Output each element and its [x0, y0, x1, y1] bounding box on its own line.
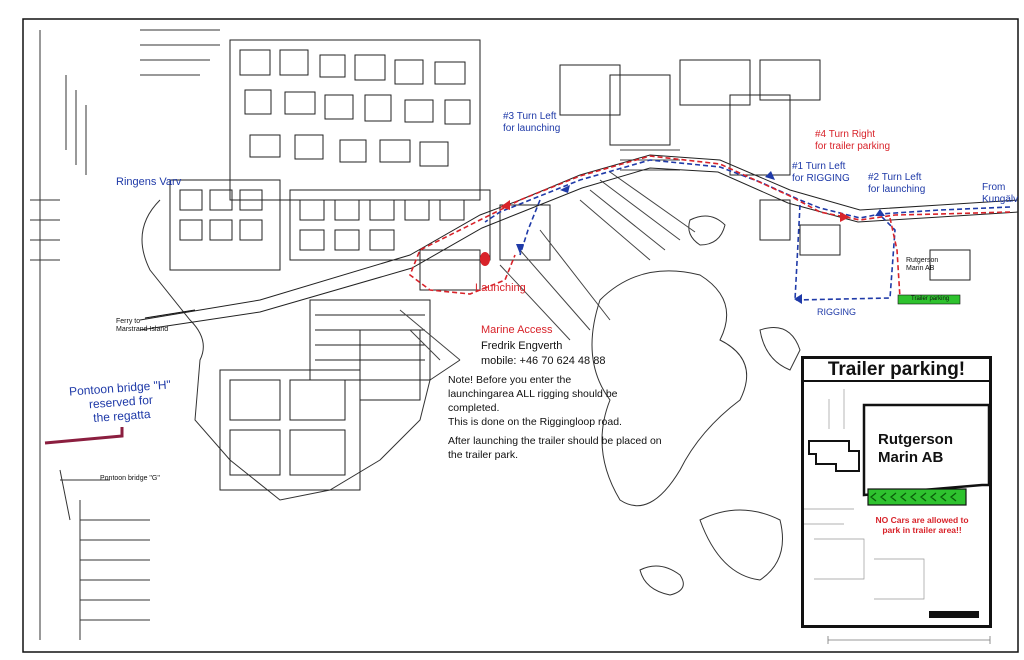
main-road [139, 154, 1019, 331]
label-ringens-varv: Ringens Varv [116, 176, 182, 188]
blue-launch-branch [519, 199, 541, 256]
harbor-docks [30, 29, 220, 640]
label-turn1: #1 Turn Left for RIGGING [792, 161, 850, 184]
ferry-line [144, 309, 196, 319]
label-turn2: #2 Turn Left for launching [868, 172, 926, 195]
inset-map [804, 380, 989, 618]
label-rutgerson-small: Rutgerson Marin AB [906, 257, 939, 273]
label-pontoon-g: Pontoon bridge "G" [100, 475, 160, 482]
contact-name: Fredrik Engverth [481, 340, 563, 352]
red-trailer-branch [889, 217, 901, 299]
note-trailer: After launching the trailer should be pl… [448, 435, 662, 462]
trailer-parking-area [897, 294, 961, 305]
inset-warning: NO Cars are allowed to park in trailer a… [875, 515, 969, 536]
note-rigging: Note! Before you enter the launchingarea… [448, 374, 622, 428]
label-from-kungalv: From Kungälv [982, 182, 1019, 205]
coastline [141, 199, 801, 596]
red-route [409, 155, 1011, 295]
contact-title: Marine Access [481, 324, 553, 336]
label-rigging: RIGGING [817, 307, 857, 317]
scale-bar [827, 636, 991, 644]
inset-title: Trailer parking! [827, 359, 966, 380]
route-arrows [500, 171, 907, 304]
label-launching: Launching [475, 282, 526, 294]
blue-rigging-loop [794, 204, 896, 301]
trailer-parking-inset: Trailer parking! Rutgerson Marin AB NO C… [801, 356, 992, 628]
pontoon-bridge-h [44, 427, 124, 445]
launching-marker [480, 252, 490, 266]
town-buildings [169, 39, 971, 491]
label-turn3: #3 Turn Left for launching [503, 111, 561, 134]
marina-piers [399, 149, 696, 361]
label-turn4: #4 Turn Right for trailer parking [815, 129, 891, 152]
label-ferry: Ferry to Marstrand Island [116, 318, 169, 334]
instructions-note: Note! Before you enter the launchingarea… [448, 374, 698, 469]
inset-company: Rutgerson Marin AB [878, 431, 953, 466]
label-pontoon-h: Pontoon bridge "H" reserved for the rega… [68, 377, 172, 425]
label-trailer-parking-small: Trailer parking [911, 296, 950, 302]
contact-mobile: mobile: +46 70 624 48 88 [481, 355, 606, 367]
